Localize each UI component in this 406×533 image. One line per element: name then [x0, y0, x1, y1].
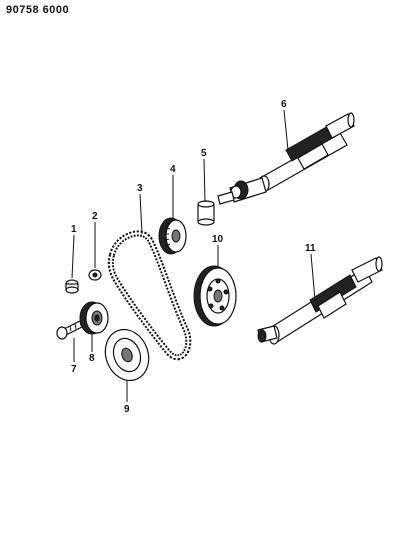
callout-1: 1 — [71, 224, 77, 235]
part-2-washer[interactable] — [88, 269, 102, 281]
part-6-balance-shaft-upper[interactable] — [217, 112, 355, 205]
leader-lines — [71, 109, 316, 402]
part-9-crank-plate[interactable] — [98, 323, 155, 386]
part-4-small-sprocket[interactable] — [158, 217, 187, 255]
callout-8: 8 — [89, 353, 95, 364]
callout-4: 4 — [170, 164, 176, 175]
callout-10: 10 — [212, 234, 224, 245]
callout-7: 7 — [71, 364, 77, 375]
callout-3: 3 — [137, 183, 143, 194]
callout-labels: 1 2 3 4 5 6 7 8 9 10 11 — [71, 99, 316, 415]
callout-5: 5 — [201, 148, 207, 159]
callout-9: 9 — [124, 404, 130, 415]
part-10-large-sprocket[interactable] — [193, 265, 237, 327]
callout-6: 6 — [281, 99, 287, 110]
part-11-balance-shaft-lower[interactable] — [257, 256, 383, 345]
part-3-timing-belt[interactable] — [107, 230, 192, 361]
part-1-bolt[interactable] — [65, 279, 79, 294]
part-5-spacer[interactable] — [197, 200, 215, 226]
callout-2: 2 — [92, 211, 98, 222]
diagram-code: 90758 6000 — [6, 4, 70, 16]
part-8-tensioner-pulley[interactable] — [79, 301, 109, 335]
callout-11: 11 — [305, 243, 316, 254]
